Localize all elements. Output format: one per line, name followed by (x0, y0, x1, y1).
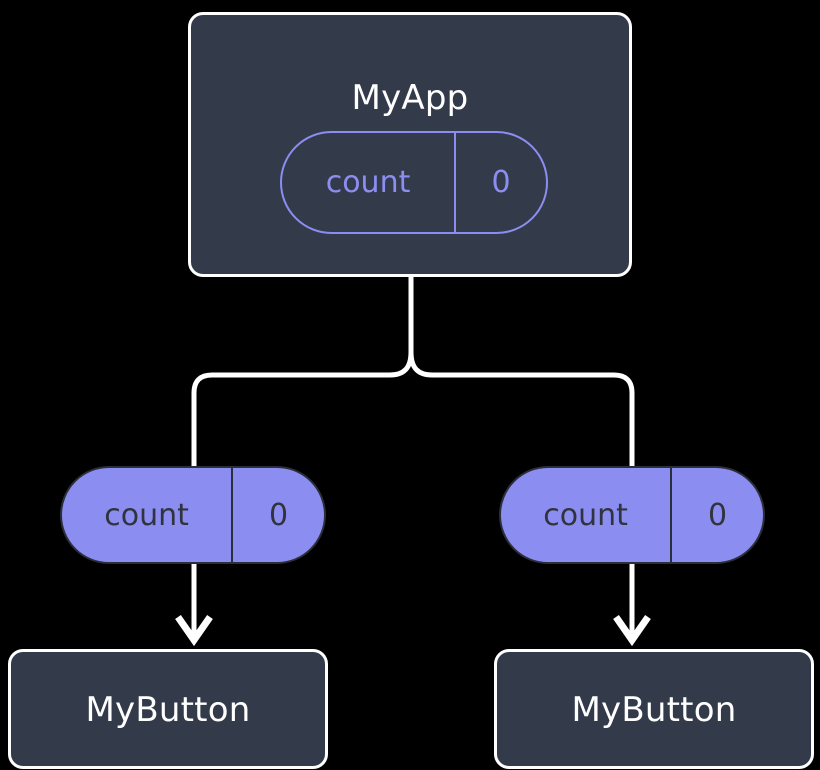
prop-pill-right-count[interactable]: count 0 (499, 466, 765, 564)
state-pill-value: 0 (454, 133, 546, 232)
component-node-myapp[interactable]: MyApp count 0 (188, 12, 632, 277)
component-node-mybutton-right[interactable]: MyButton (494, 649, 814, 769)
prop-pill-left-count[interactable]: count 0 (60, 466, 326, 564)
prop-pill-left-value: 0 (231, 468, 324, 562)
prop-pill-right-key: count (543, 497, 628, 533)
edge-branch-right (408, 351, 635, 470)
prop-pill-right-value: 0 (670, 468, 763, 562)
edge-branch-left (191, 351, 414, 470)
component-title-mybutton-right: MyButton (571, 690, 737, 730)
component-title-myapp: MyApp (351, 78, 469, 118)
prop-pill-left-key: count (104, 497, 189, 533)
arrowhead-left-icon (175, 615, 213, 647)
state-pill-key: count (325, 165, 411, 200)
arrowhead-right-icon (613, 615, 651, 647)
state-pill-count[interactable]: count 0 (280, 131, 548, 234)
component-node-mybutton-left[interactable]: MyButton (8, 649, 328, 769)
component-title-mybutton-left: MyButton (85, 690, 251, 730)
